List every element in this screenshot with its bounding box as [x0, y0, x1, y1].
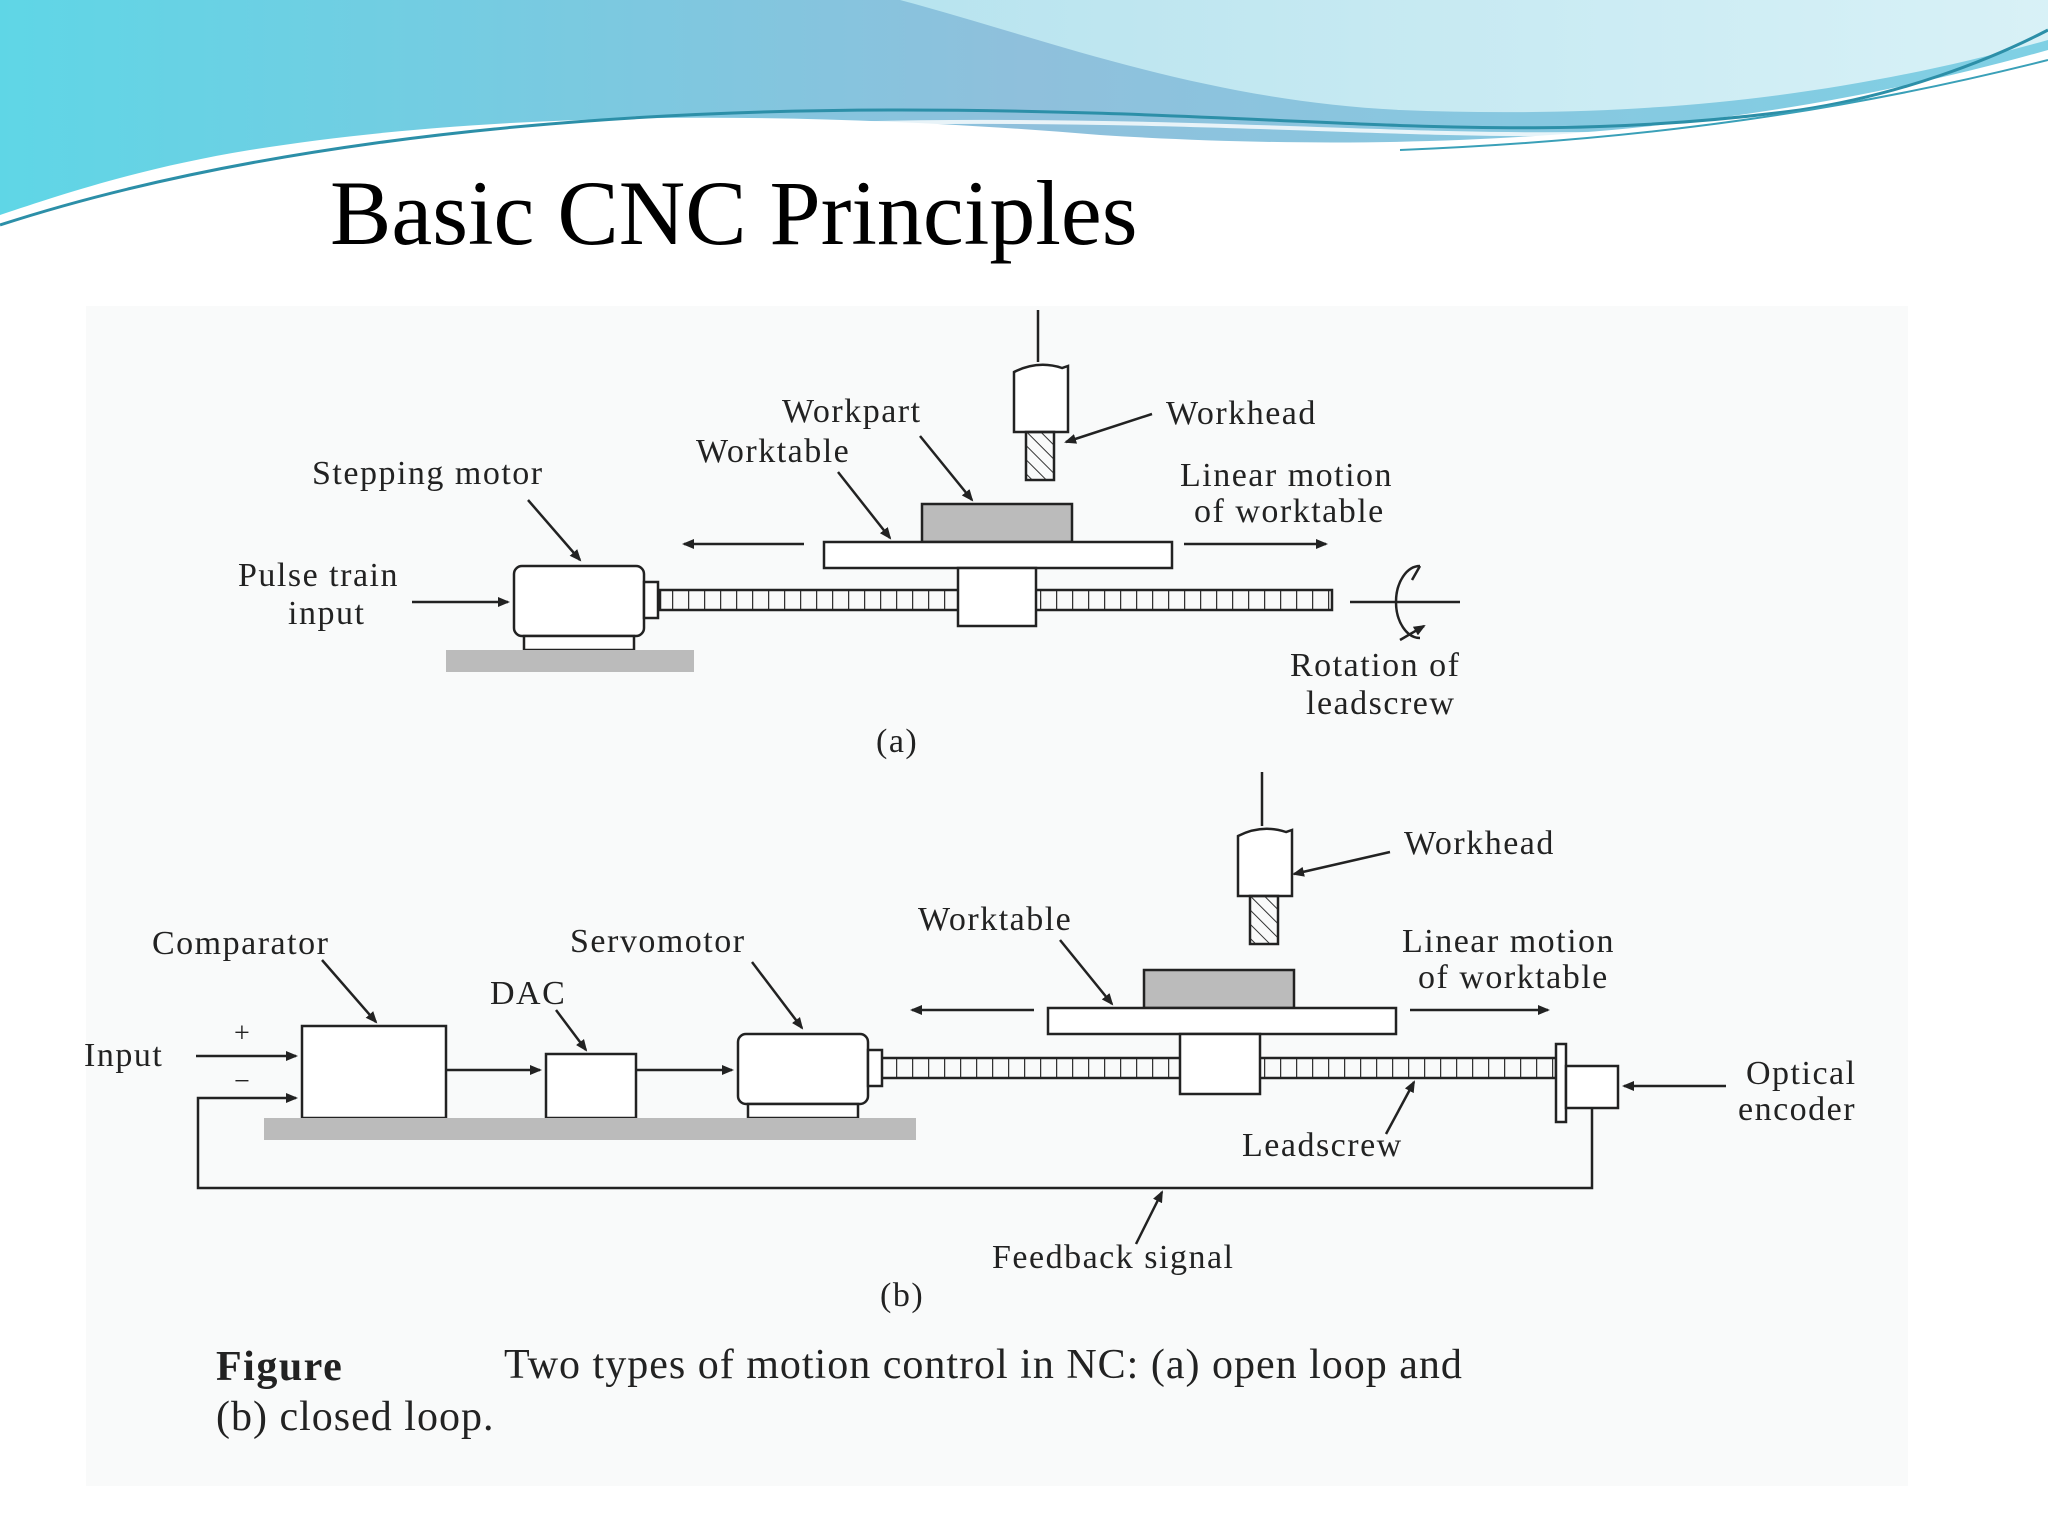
worktable-leader-b: [1059, 939, 1114, 1006]
servomotor-foot: [746, 1102, 860, 1120]
motor-foot: [522, 634, 636, 652]
label-rotation-2: leadscrew: [1306, 685, 1455, 722]
label-leadscrew: Leadscrew: [1242, 1127, 1403, 1164]
caption-label: Figure: [216, 1344, 343, 1390]
label-input: Input: [84, 1037, 163, 1074]
dac-leader: [555, 1009, 588, 1052]
figure-panel: [86, 306, 1908, 1486]
closed-loop-labels: Workhead Worktable Comparator Servomotor…: [84, 825, 1857, 1314]
label-workhead-a: Workhead: [1166, 395, 1317, 432]
worktable-leader: [837, 471, 892, 540]
workpart-leader: [919, 435, 974, 502]
cutting-tool-b: [1248, 894, 1280, 946]
comparator-leader: [321, 959, 378, 1024]
servomotor-flange: [866, 1048, 884, 1088]
label-encoder: encoder: [1738, 1091, 1856, 1128]
motor-base: [446, 650, 694, 672]
servomotor-leader: [751, 961, 804, 1030]
bearing-plate: [1554, 1042, 1568, 1124]
stepping-motor: [512, 564, 646, 638]
workpart-b: [1142, 968, 1296, 1010]
label-comparator: Comparator: [152, 925, 329, 962]
header-wave-decoration: [0, 0, 2048, 234]
label-linear-motion-a-2: of worktable: [1194, 493, 1385, 530]
workpart: [920, 502, 1074, 544]
comparator-block: [300, 1024, 448, 1120]
open-loop-diagram: [412, 310, 1460, 672]
label-worktable-b: Worktable: [918, 901, 1072, 938]
label-linear-motion-a-1: Linear motion: [1180, 457, 1393, 494]
label-workhead-b: Workhead: [1404, 825, 1555, 862]
feedback-loop-line: [196, 1093, 1594, 1190]
stepping-motor-leader: [527, 499, 582, 562]
caption-line-2: (b) closed loop.: [216, 1394, 494, 1440]
optical-encoder: [1564, 1064, 1620, 1110]
cutting-tool: [1024, 430, 1056, 482]
worktable-b: [1046, 1006, 1398, 1036]
label-pulse-train-1: Pulse train: [238, 557, 399, 594]
label-servomotor: Servomotor: [570, 923, 746, 960]
label-rotation-1: Rotation of: [1290, 647, 1460, 684]
label-sub-b: (b): [880, 1277, 924, 1314]
dac-block: [544, 1052, 638, 1120]
slide-title: Basic CNC Principles: [330, 162, 1138, 264]
workhead-leader-b: [1292, 850, 1391, 877]
rotation-arrow-head: [1399, 624, 1426, 642]
figure-caption: Figure Two types of motion control in NC…: [216, 1342, 1463, 1440]
workhead-leader: [1064, 412, 1153, 444]
workhead-body: [1012, 363, 1070, 434]
label-minus: −: [234, 1066, 251, 1097]
worktable: [822, 540, 1174, 570]
label-dac: DAC: [490, 975, 566, 1012]
leadscrew-nut: [956, 566, 1038, 628]
workhead-body-b: [1236, 827, 1294, 898]
caption-line-1: Two types of motion control in NC: (a) o…: [504, 1342, 1463, 1388]
open-loop-labels: Workpart Worktable Workhead Stepping mot…: [238, 393, 1460, 760]
closed-loop-diagram: [196, 772, 1726, 1245]
label-pulse-train-2: input: [288, 595, 365, 632]
label-workpart: Workpart: [782, 393, 922, 430]
label-linear-motion-b-2: of worktable: [1418, 959, 1609, 996]
label-stepping-motor: Stepping motor: [312, 455, 544, 492]
label-worktable-a: Worktable: [696, 433, 850, 470]
feedback-leader: [1134, 1190, 1164, 1245]
label-feedback: Feedback signal: [992, 1239, 1235, 1276]
label-sub-a: (a): [876, 723, 918, 760]
motor-flange: [642, 580, 660, 620]
label-linear-motion-b-1: Linear motion: [1402, 923, 1615, 960]
leadscrew-nut-b: [1178, 1032, 1262, 1096]
label-plus: +: [234, 1018, 251, 1049]
servomotor: [736, 1032, 870, 1106]
leadscrew-leader: [1384, 1080, 1416, 1135]
label-optical: Optical: [1746, 1055, 1857, 1092]
drive-base: [264, 1118, 916, 1140]
